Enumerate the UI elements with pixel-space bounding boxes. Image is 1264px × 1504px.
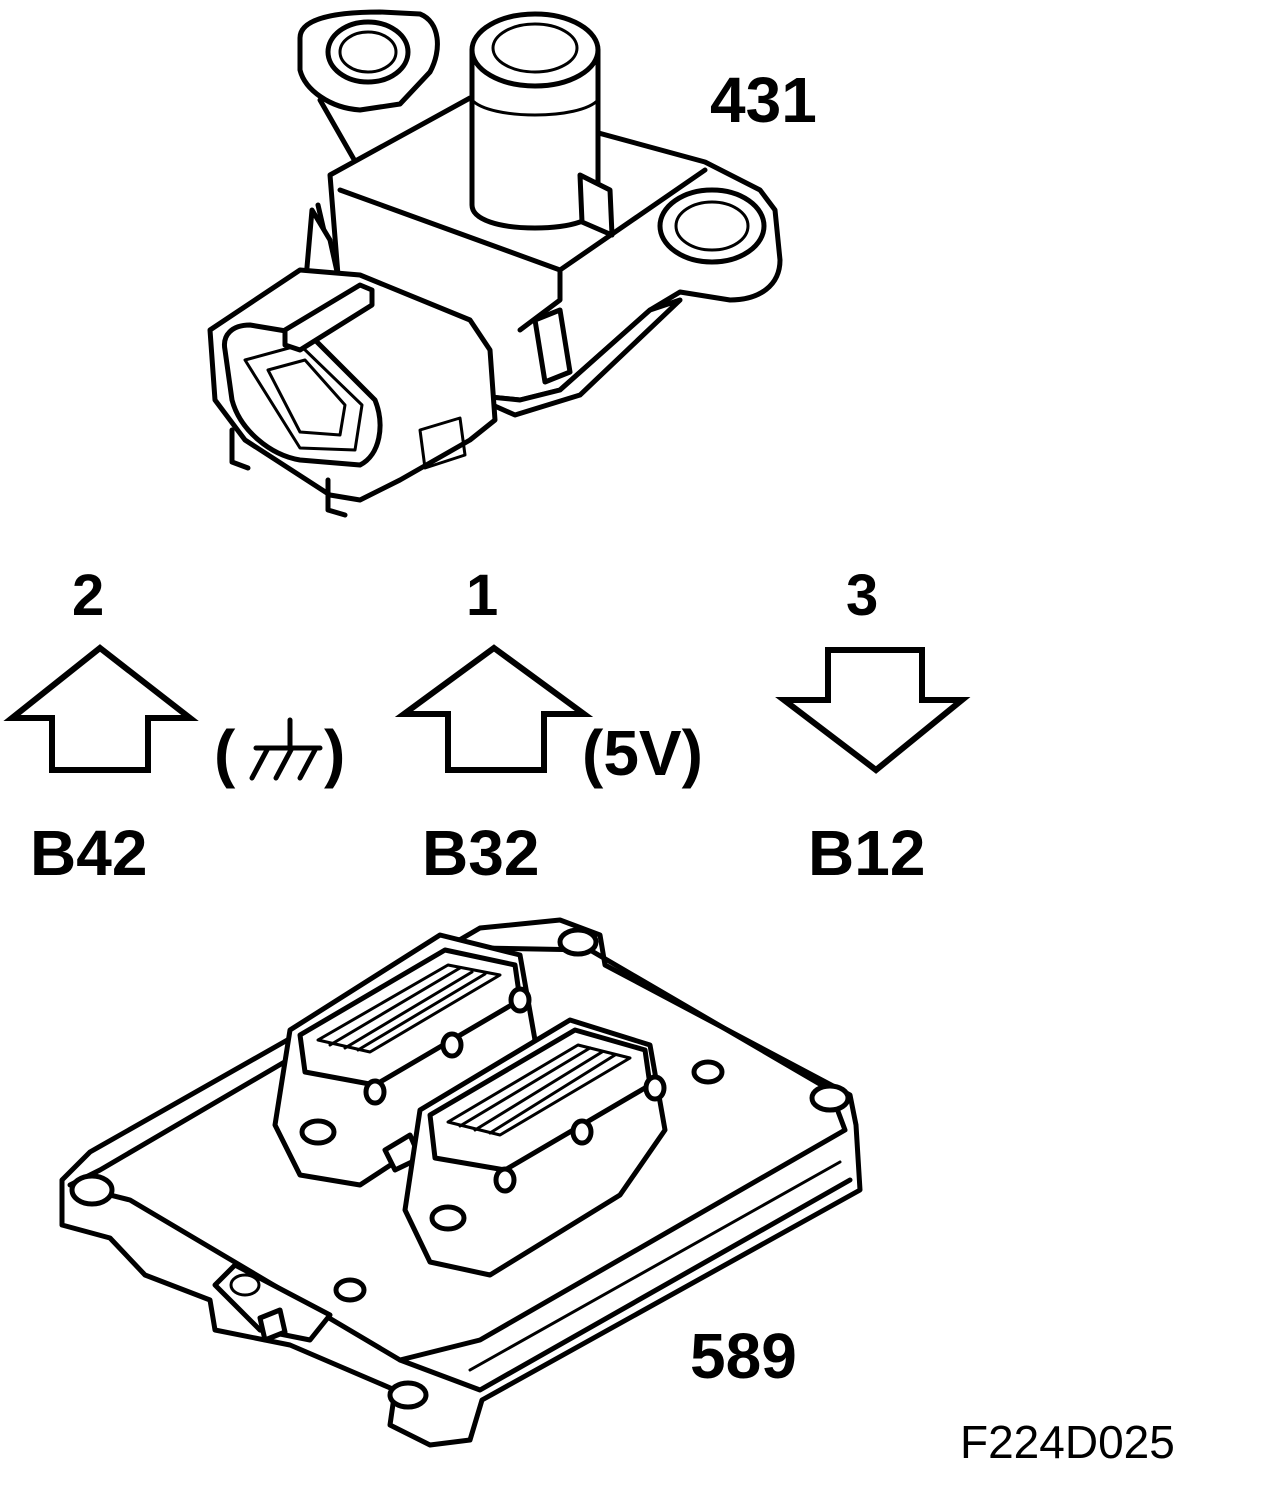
- control-module-drawing: [59, 917, 863, 1448]
- pin-3-number: 3: [846, 563, 878, 628]
- sensor-number-label: 431: [710, 64, 817, 136]
- ground-close-paren: ): [324, 717, 345, 789]
- pin-1-up-arrow-icon: [394, 644, 594, 773]
- ground-icon: [249, 717, 323, 781]
- ground-annotation: ( ): [214, 717, 345, 789]
- pin-1-voltage-annotation: (5V): [582, 717, 703, 789]
- pin-2-terminal: B42: [30, 817, 147, 889]
- pressure-sensor-drawing: [207, 9, 783, 518]
- pin-2-number: 2: [72, 563, 104, 628]
- ground-open-paren: (: [214, 717, 236, 789]
- pin-1-group: 1 (5V) B32: [394, 563, 703, 889]
- pin-2-group: 2 B42: [3, 563, 199, 889]
- pin-3-terminal: B12: [808, 817, 925, 889]
- pin-3-down-arrow-icon: [775, 647, 971, 774]
- pin-2-up-arrow-icon: [3, 644, 199, 773]
- figure-reference: F224D025: [960, 1416, 1175, 1468]
- control-module-number-label: 589: [690, 1320, 797, 1392]
- pin-3-group: 3 B12: [775, 563, 971, 889]
- pin-1-number: 1: [466, 563, 498, 628]
- pin-1-terminal: B32: [422, 817, 539, 889]
